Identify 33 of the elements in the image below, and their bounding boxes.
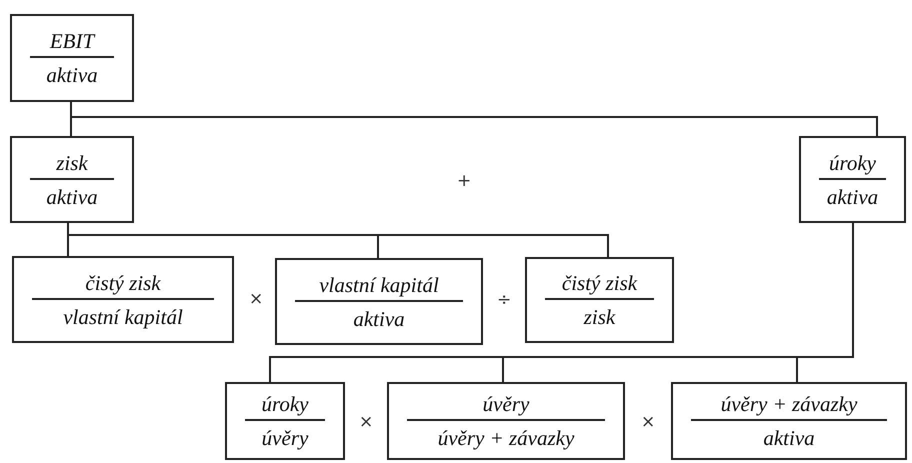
fraction-box <box>10 136 134 223</box>
fraction-numerator: čistý zisk <box>545 270 654 300</box>
operator-sign: × <box>359 413 374 431</box>
fraction-denominator: zisk <box>584 304 616 330</box>
fraction-numerator: úvěry <box>407 391 605 421</box>
fraction-box <box>671 382 907 460</box>
fraction-denominator: vlastní kapitál <box>63 304 183 330</box>
fraction-box <box>525 257 674 343</box>
fraction-numerator: čistý zisk <box>32 270 214 300</box>
fraction-denominator: aktiva <box>46 62 98 88</box>
fraction-box <box>12 256 234 343</box>
fraction-numerator: úroky <box>819 150 886 180</box>
fraction-box <box>10 14 134 102</box>
fraction-numerator: vlastní kapitál <box>295 272 463 302</box>
fraction-box <box>275 258 483 345</box>
fraction-box <box>225 382 345 460</box>
fraction-numerator: úvěry + závazky <box>691 391 887 421</box>
operator-sign: + <box>457 172 472 190</box>
fraction-denominator: úvěry <box>262 425 308 451</box>
operator-sign: ÷ <box>497 291 512 309</box>
operator-sign: × <box>249 290 264 308</box>
fraction-numerator: úroky <box>245 391 325 421</box>
fraction-numerator: EBIT <box>30 28 114 58</box>
fraction-denominator: úvěry + závazky <box>438 425 574 451</box>
fraction-box <box>799 136 906 223</box>
fraction-numerator: zisk <box>30 150 114 180</box>
fraction-denominator: aktiva <box>763 425 815 451</box>
fraction-box <box>387 382 625 460</box>
operator-sign: × <box>641 413 656 431</box>
connector-line <box>796 223 854 382</box>
fraction-denominator: aktiva <box>46 184 98 210</box>
fraction-denominator: aktiva <box>826 184 878 210</box>
fraction-denominator: aktiva <box>353 306 405 332</box>
